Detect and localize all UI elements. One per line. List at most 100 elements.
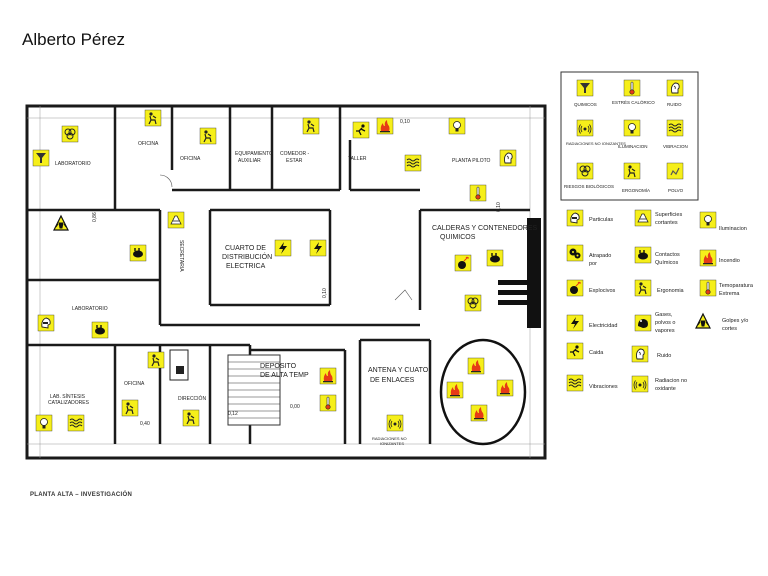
legend-label: cortes	[722, 326, 737, 332]
particulas-icon	[37, 314, 55, 332]
room-labels: LABORATORIO OFICINA OFICINA EQUIPAMIENTO…	[48, 119, 537, 446]
electricidad-icon	[566, 314, 584, 332]
iluminacion-icon	[623, 119, 641, 137]
superficies-cortantes-icon	[634, 209, 652, 227]
plan-caption: PLANTA ALTA – INVESTIGACIÓN	[30, 492, 133, 498]
room-deposito-2: DE ALTA TEMP	[260, 372, 309, 379]
particulas-icon	[566, 209, 584, 227]
room-equipamiento-2: AUXILIAR	[238, 158, 261, 164]
legend-label: por	[589, 261, 597, 267]
riesgos-biologicos-icon	[576, 162, 594, 180]
incendio-icon	[496, 379, 514, 397]
caida-icon	[352, 121, 370, 139]
polvo-icon	[666, 162, 684, 180]
ergonomia-icon	[182, 409, 200, 427]
room-cuarto-1: CUARTO DE	[225, 245, 266, 252]
radiaciones-icon	[576, 119, 594, 137]
legend-label: VIBRACION	[663, 144, 688, 149]
room-oficina-2: OFICINA	[180, 156, 201, 162]
incendio-icon	[470, 404, 488, 422]
iluminacion-icon	[699, 211, 717, 229]
black-wall-blocks	[498, 218, 541, 328]
ergonomia-icon	[121, 399, 139, 417]
incendio-icon	[446, 381, 464, 399]
room-oficina-1: OFICINA	[138, 141, 159, 147]
legend-label: Gases,	[655, 312, 673, 318]
atrapado-icon	[566, 244, 584, 262]
legend-label: ILUMINACION	[618, 144, 648, 149]
legend-label: Incendio	[719, 258, 740, 264]
room-oficina-3: OFICINA	[124, 381, 145, 387]
stairs	[227, 354, 281, 426]
room-secretaria: SECRETARIA	[178, 240, 184, 272]
riesgos-biologicos-icon	[464, 294, 482, 312]
legend-label: Ruido	[657, 353, 671, 359]
ergonomia-icon	[623, 162, 641, 180]
room-calderas-2: QUIMICOS	[440, 234, 476, 241]
legend-label: cortantes	[655, 220, 678, 226]
room-lab-sintesis-1: LAB. SÍNTESIS	[50, 393, 86, 400]
dim-label: 0,10	[496, 202, 502, 212]
radiacion-icon	[631, 375, 649, 393]
ruido-icon	[631, 345, 649, 363]
contactos-quimicos-icon	[486, 249, 504, 267]
temperatura-icon	[319, 394, 337, 412]
estres-calorico-icon	[623, 79, 641, 97]
legend-label: Ergonomia	[657, 288, 685, 294]
legend-label: Radiacion no	[655, 378, 687, 384]
legend-label: Contactos	[655, 252, 680, 258]
legend-label: Superficies	[655, 212, 682, 218]
explosivos-icon	[454, 254, 472, 272]
vibraciones-icon	[404, 154, 422, 172]
legend-label: Extrema	[719, 291, 740, 297]
room-equipamiento-1: EQUIPAMIENTO	[235, 151, 273, 157]
legend-label: QUIMICOS	[574, 102, 597, 107]
top-legend: QUIMICOS ESTRÉS CALÓRICO RUIDO RADIACION…	[560, 71, 699, 201]
legend-label: polvos o	[655, 320, 676, 326]
dim-label: 0,10	[400, 119, 410, 125]
room-antena-1: ANTENA Y CUATO	[368, 367, 429, 374]
room-direccion: DIRECCIÓN	[178, 395, 206, 402]
room-laboratorio-2: LABORATORIO	[72, 306, 108, 312]
legend-label: Caida	[589, 350, 604, 356]
ergonomia-icon	[144, 109, 162, 127]
room-cuarto-3: ELECTRICA	[226, 263, 266, 270]
dim-label: 0,86	[92, 212, 98, 222]
legend-label: Vibraciones	[589, 384, 618, 390]
room-laboratorio-1: LABORATORIO	[55, 161, 91, 167]
dim-label: 0,10	[322, 288, 328, 298]
temperatura-icon	[469, 184, 487, 202]
riesgos-biologicos-icon	[61, 125, 79, 143]
room-deposito-1: DEPOSITO	[260, 363, 297, 370]
superficies-cortantes-icon	[167, 211, 185, 229]
caida-icon	[566, 342, 584, 360]
legend-label: Golpes y/o	[722, 318, 748, 324]
room-taller: TALLER	[348, 156, 367, 162]
ruido-icon	[666, 79, 684, 97]
dim-label: 0,00	[290, 404, 300, 410]
legend-label: Atrapado	[589, 253, 611, 259]
iluminacion-icon	[35, 414, 53, 432]
ergonomia-icon	[147, 351, 165, 369]
room-comedor-1: COMEDOR -	[280, 151, 310, 157]
incendio-icon	[467, 357, 485, 375]
vibraciones-icon	[67, 414, 85, 432]
electricidad-icon	[309, 239, 327, 257]
boiler-circle	[439, 338, 527, 446]
golpes-icon	[695, 313, 711, 329]
legend-label: Electricidad	[589, 323, 617, 329]
dim-label: 0,40	[140, 421, 150, 427]
room-radiaciones-1: RADIACIONES NO	[372, 436, 407, 441]
gases-icon	[634, 314, 652, 332]
room-lab-sintesis-2: CATALIZADORES	[48, 400, 90, 406]
contactos-quimicos-icon	[91, 321, 109, 339]
iluminacion-icon	[448, 117, 466, 135]
ergonomia-icon	[634, 279, 652, 297]
ergonomia-icon	[302, 117, 320, 135]
vibraciones-icon	[566, 374, 584, 392]
temperatura-icon	[699, 279, 717, 297]
legend-label: Particulas	[589, 217, 613, 223]
legend-label: RIESGOS BIOLÓGICOS	[564, 183, 614, 189]
incendio-icon	[376, 117, 394, 135]
